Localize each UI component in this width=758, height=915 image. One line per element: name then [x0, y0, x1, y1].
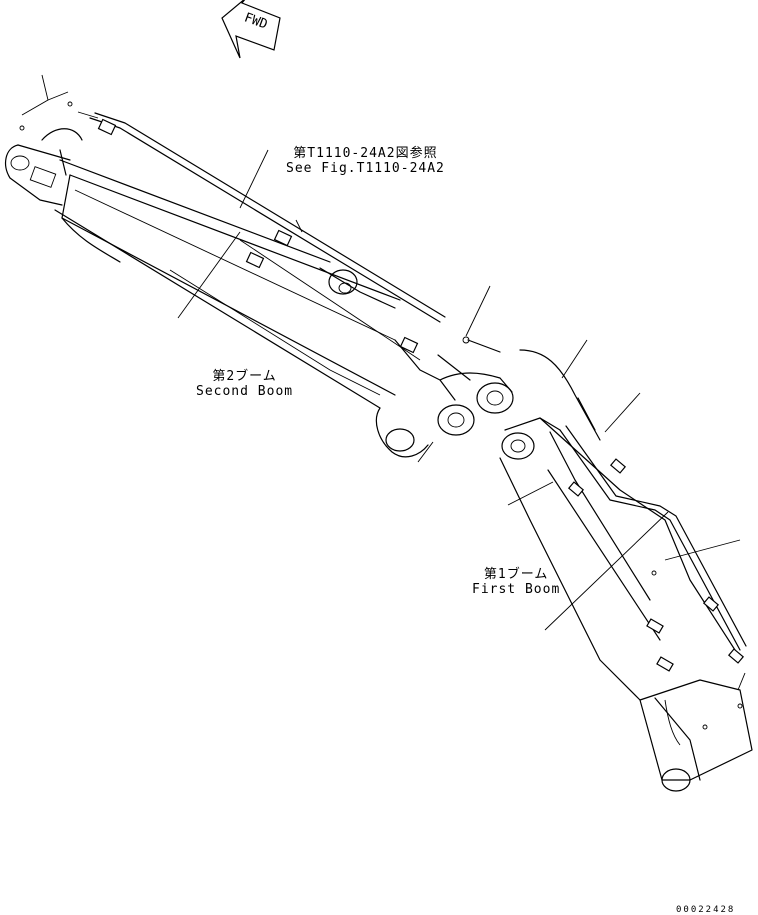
second-boom — [4, 111, 514, 458]
second-boom-label: 第2ブーム Second Boom — [196, 369, 293, 399]
reference-note: 第T1110-24A2図参照 See Fig.T1110-24A2 — [286, 146, 445, 176]
forward-direction-arrow-icon — [221, 0, 281, 59]
first-boom-label-en: First Boom — [472, 582, 561, 597]
leader-lines — [21, 74, 746, 691]
drawing-number: 00022428 — [676, 905, 736, 915]
first-boom — [499, 349, 753, 792]
second-boom-label-jp: 第2ブーム — [212, 369, 277, 384]
first-boom-label: 第1ブーム First Boom — [472, 567, 560, 597]
first-boom-label-jp: 第1ブーム — [483, 567, 549, 582]
reference-note-jp: 第T1110-24A2図参照 — [293, 146, 438, 161]
second-boom-label-en: Second Boom — [196, 384, 294, 399]
reference-note-en: See Fig.T1110-24A2 — [286, 161, 445, 176]
pins-and-bolts — [19, 101, 596, 431]
